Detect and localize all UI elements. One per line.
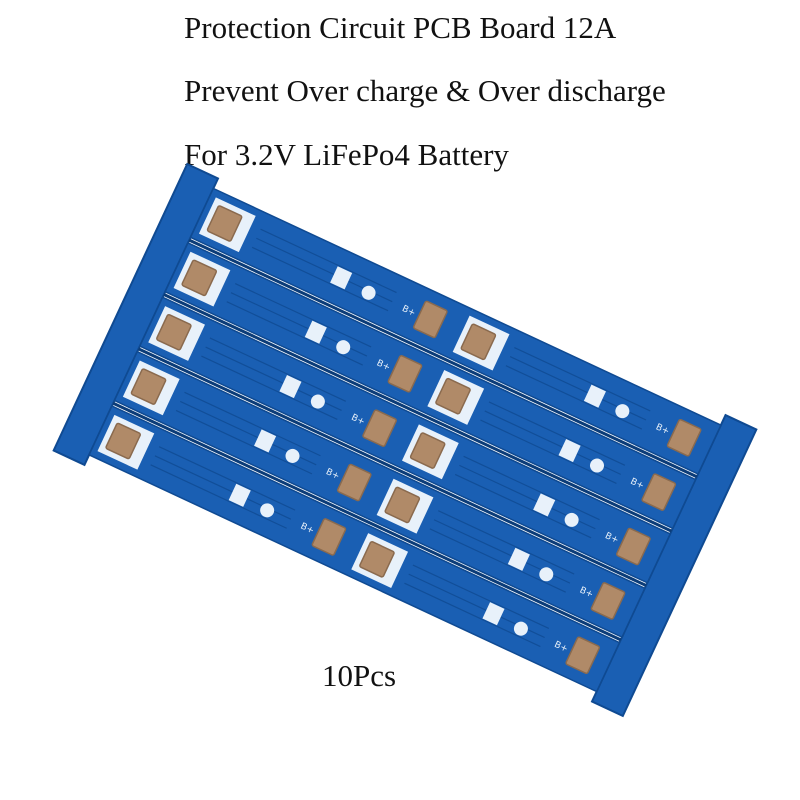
pcb-trace: [201, 355, 338, 421]
pad-b-minus: [181, 259, 218, 297]
pad-b-plus: [387, 355, 423, 393]
pcb-trace: [505, 365, 643, 430]
pad-b-minus: [384, 486, 421, 524]
pcb-panel: B+B+B+B+B+B+B+B+B+B+: [52, 162, 758, 718]
pad-b-minus: [105, 422, 141, 460]
pcb-strip: B+B+: [164, 238, 698, 530]
test-point: [589, 458, 604, 473]
ic-chip: [558, 438, 581, 463]
pcb-trace: [158, 446, 296, 511]
pad-b-minus: [130, 368, 167, 405]
pcb-trace: [251, 246, 389, 312]
quantity-label: 10Pcs: [322, 658, 397, 693]
pcb-trace: [454, 473, 592, 539]
pcb-strip: B+B+: [138, 293, 673, 584]
test-point: [361, 285, 376, 300]
pcb-trace: [463, 455, 600, 521]
pad-b-minus: [359, 541, 395, 578]
pad-b-plus: [590, 582, 626, 620]
pcb-trace: [184, 391, 321, 457]
pcb-trace: [480, 419, 617, 484]
product-compatibility: For 3.2V LiFePo4 Battery: [184, 137, 509, 172]
test-point: [564, 512, 579, 527]
v-groove: [163, 293, 673, 533]
pcb-trace: [175, 409, 313, 475]
ic-chip: [533, 493, 556, 517]
pad-b-plus: [641, 473, 677, 511]
ic-chip: [507, 547, 530, 571]
pad-b-minus: [460, 323, 497, 361]
product-title: Protection Circuit PCB Board 12A: [184, 10, 617, 45]
pcb-trace: [412, 564, 550, 629]
test-point: [539, 567, 554, 582]
pad-b-plus: [362, 409, 397, 447]
pad-b-minus: [409, 432, 446, 469]
test-point: [260, 503, 275, 518]
ic-chip: [304, 320, 327, 344]
pcb-trace: [488, 401, 626, 466]
test-point: [615, 404, 630, 419]
v-groove: [112, 401, 622, 642]
pad-b-plus: [666, 418, 702, 457]
pcb-trace: [150, 464, 287, 529]
pcb-trace: [260, 228, 397, 294]
pcb-trace: [437, 510, 575, 575]
pad-b-plus: [311, 518, 347, 556]
ic-chip: [228, 483, 251, 507]
pcb-trace: [226, 301, 363, 366]
pcb-trace: [429, 528, 566, 593]
pad-b-minus: [156, 313, 192, 351]
v-groove: [137, 347, 647, 587]
ic-chip: [583, 384, 606, 408]
ic-chip: [279, 375, 302, 399]
pcb-trace: [514, 346, 651, 412]
pcb-strip: B+B+: [113, 347, 647, 639]
pcb-trace: [209, 337, 347, 402]
ic-chip: [254, 429, 277, 453]
pad-b-plus: [413, 300, 448, 339]
ic-chip: [482, 602, 505, 626]
v-groove: [188, 238, 698, 479]
pcb-strip: B+B+: [88, 401, 622, 693]
product-feature: Prevent Over charge & Over discharge: [184, 73, 666, 108]
pad-b-plus: [336, 463, 372, 502]
pcb-strip: B+B+: [189, 187, 722, 476]
test-point: [336, 340, 351, 355]
pad-b-plus: [565, 636, 600, 675]
test-point: [285, 448, 300, 463]
ic-chip: [330, 266, 353, 290]
pcb-trace: [404, 582, 541, 648]
pad-b-minus: [206, 205, 243, 242]
test-point: [310, 394, 325, 409]
test-point: [513, 621, 528, 636]
pad-b-plus: [616, 527, 651, 566]
pcb-trace: [234, 283, 372, 348]
pad-b-minus: [435, 377, 471, 415]
